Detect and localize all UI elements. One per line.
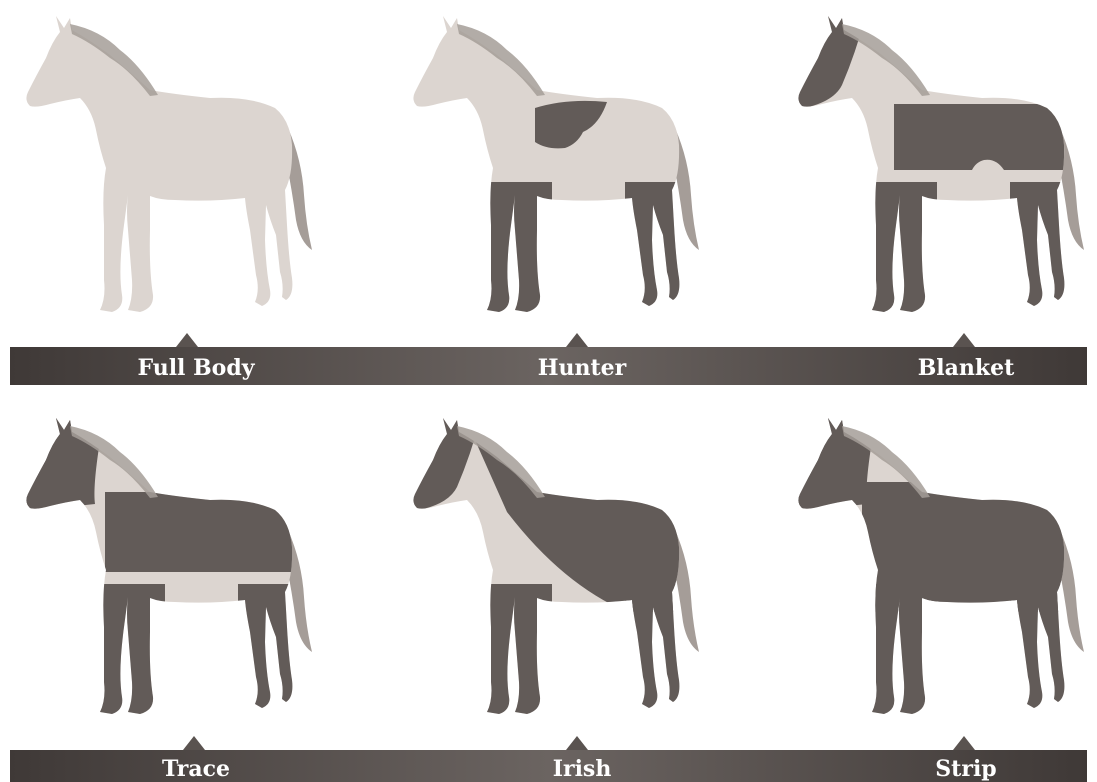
clipped-legs xyxy=(482,584,687,722)
pointer-hunter xyxy=(566,333,588,347)
clipped-areas xyxy=(792,10,1072,320)
clipped-legs xyxy=(95,584,300,722)
clipped-neck xyxy=(20,412,105,512)
pointer-irish xyxy=(566,736,588,750)
pointer-full-body xyxy=(176,333,198,347)
label-trace: Trace xyxy=(76,756,316,782)
horse-hunter xyxy=(413,16,699,320)
label-full-body: Full Body xyxy=(76,355,316,381)
clipped-legs xyxy=(867,182,1072,320)
label-strip: Strip xyxy=(846,756,1086,782)
clipped-areas xyxy=(20,412,300,722)
pointer-blanket xyxy=(953,333,975,347)
clipped-legs xyxy=(867,584,1072,722)
clipped-blanket xyxy=(894,104,1064,170)
clipped-upper-body xyxy=(105,492,300,572)
clipped-legs xyxy=(482,182,687,320)
horse-coat xyxy=(413,16,679,312)
clipped-areas xyxy=(792,412,1082,722)
horse-full-body xyxy=(26,16,312,312)
label-hunter: Hunter xyxy=(462,355,702,381)
horse-blanket xyxy=(792,10,1084,320)
label-blanket: Blanket xyxy=(846,355,1086,381)
label-irish: Irish xyxy=(462,756,702,782)
horse-trace xyxy=(20,412,312,722)
pointer-strip xyxy=(953,736,975,750)
horse-irish xyxy=(407,412,699,722)
pointer-trace xyxy=(183,736,205,750)
horse-strip xyxy=(792,412,1084,722)
horse-coat xyxy=(26,16,292,312)
